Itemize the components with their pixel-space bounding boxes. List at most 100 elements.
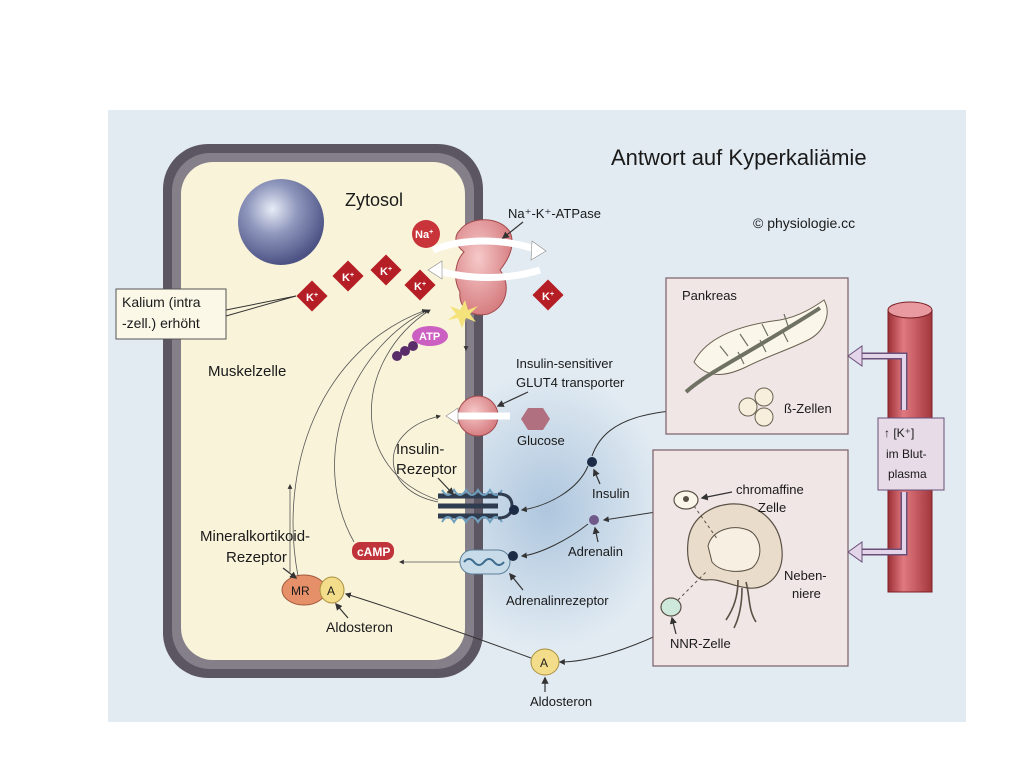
insulin-molecule (587, 457, 597, 467)
chromaffin-label-line1: chromaffine (736, 482, 804, 497)
potassium-note-box (115, 288, 227, 340)
cytosol-label: Zytosol (345, 190, 403, 210)
vessel-to-pancreas-head (847, 345, 863, 367)
copyright-note: © physiologie.cc (753, 215, 855, 231)
aldosteron-outside-label: Aldosteron (530, 694, 592, 709)
hyperkalemia-figure: Antwort auf Kyperkaliämie © physiologie.… (108, 110, 966, 722)
nnr-pointer (669, 616, 677, 635)
adrenal-gland-label-line2: niere (792, 586, 821, 601)
pump-flow-arrow-out-head (530, 240, 547, 261)
glucose-label: Glucose (517, 433, 565, 448)
camp-badge (352, 542, 394, 560)
potassium-pointer-2 (225, 295, 297, 317)
adrenalin-molecule (589, 515, 599, 525)
mineral-receptor-label-line1: Mineralkortikoid- (200, 528, 310, 545)
vessel-to-adrenal-arrow-fill (860, 492, 906, 554)
glut4-label-line2: GLUT4 transporter (516, 375, 625, 390)
signal-arrow-camp-to-pump (334, 309, 429, 543)
adrenal-vessels (725, 579, 757, 629)
adrenalin-label: Adrenalin (568, 544, 623, 559)
aldosteron-inside-label: Aldosteron (326, 619, 393, 635)
mr-label: MR (291, 584, 310, 598)
adrenalin-path-arrow (602, 511, 657, 523)
potassium-note-line2: -zell.) erhöht (122, 315, 200, 331)
aldosterone-bound (319, 576, 345, 604)
insulin-label: Insulin (592, 486, 630, 501)
beta-cell-1 (738, 397, 758, 417)
adrenalin-receptor-label: Adrenalinrezeptor (506, 593, 609, 608)
k-ion-4 (404, 269, 436, 301)
nucleus (238, 179, 324, 265)
atp-spark (448, 300, 478, 328)
k-ion-4-label: K+ (414, 281, 426, 293)
phosphate-3 (392, 351, 402, 361)
adrenal-gland-label-line1: Neben- (784, 568, 827, 583)
phosphate-1 (408, 341, 418, 351)
insulin-receptor-pointer (437, 477, 454, 496)
nnr-cell (660, 597, 682, 617)
signal-arrow-insulin-to-glut4 (392, 414, 441, 503)
pancreatic-duct (684, 306, 822, 394)
aldosteron-to-mr-arrow (344, 592, 532, 659)
chromaffin-label-line2: Zelle (758, 500, 786, 515)
glucose-molecule (521, 408, 550, 430)
glut4-label-line1: Insulin-sensitiver (516, 356, 613, 371)
a-free-label: A (540, 656, 548, 670)
mineral-receptor-label-line2: Rezeptor (226, 549, 287, 566)
glut4-flow-arrow-head (445, 407, 459, 425)
chromaffin-nucleus (683, 496, 689, 502)
camp-label: cAMP (357, 545, 390, 559)
adrenalin-receptor-coil (463, 558, 505, 566)
na-ion (412, 220, 440, 248)
k-ion-1 (296, 280, 328, 312)
adrenal-medulla (707, 527, 761, 572)
insulin-receptor-label-line2: Rezeptor (396, 461, 457, 478)
beta-cells-label: ß-Zellen (784, 401, 832, 416)
k-ion-3 (370, 254, 402, 286)
blood-label-line2: im Blut- (886, 447, 927, 461)
pump-flow-arrow-out (431, 237, 540, 254)
muscle-cell-label: Muskelzelle (208, 363, 286, 380)
a-bound-label: A (327, 584, 335, 598)
glut4-pointer (496, 391, 529, 407)
insulin-receptor-label-line1: Insulin- (396, 441, 444, 458)
pump-flow-arrow-in (434, 266, 542, 281)
cytosol (181, 162, 465, 660)
k-ion-3-label: K+ (380, 266, 392, 278)
signal-arrow-insulin-to-pump (370, 309, 439, 501)
beta-cell-3 (754, 407, 774, 427)
blood-label-line1: ↑ [K⁺] (884, 426, 914, 440)
adrenalin-bound (508, 551, 518, 561)
pump-flow-arrow-in-head (427, 260, 443, 280)
mineral-receptor-pointer (282, 567, 298, 579)
insulin-bound (509, 505, 519, 515)
k-ion-outside-label: K+ (542, 291, 554, 303)
nnr-cell-label: NNR-Zelle (670, 636, 731, 651)
potassium-note-line1: Kalium (intra (122, 294, 201, 310)
blood-vessel-top (887, 301, 933, 319)
k-ion-1-label: K+ (306, 292, 318, 304)
insulin-label-pointer (592, 468, 601, 485)
adrenalin-to-receptor-arrow (520, 523, 589, 559)
beta-cell-2 (754, 387, 774, 407)
blood-label-box (877, 417, 945, 491)
pancreatic-duct-branches (719, 313, 789, 365)
extracellular-glow (428, 370, 668, 650)
nnr-dash (677, 571, 707, 601)
vessel-to-adrenal-head (847, 541, 863, 563)
na-ion-label: Na+ (415, 229, 433, 241)
chromaffin-dash (693, 505, 719, 541)
atpase-pointer (501, 221, 524, 239)
phosphate-2 (400, 346, 410, 356)
aldosteron-inside-pointer (335, 602, 349, 619)
vessel-to-pancreas-arrow-fill (860, 354, 906, 410)
pancreas-title: Pankreas (682, 288, 737, 303)
blood-label-line3: plasma (888, 467, 927, 481)
potassium-pointer-1 (225, 295, 297, 311)
k-ion-2 (332, 260, 364, 292)
insulin-to-receptor-arrow (520, 465, 589, 513)
atpase-label: Na⁺-K⁺-ATPase (508, 206, 601, 221)
adrenalin-receptor-pointer (509, 572, 524, 591)
chromaffin-pointer (700, 491, 733, 501)
atp-label: ATP (419, 331, 440, 343)
